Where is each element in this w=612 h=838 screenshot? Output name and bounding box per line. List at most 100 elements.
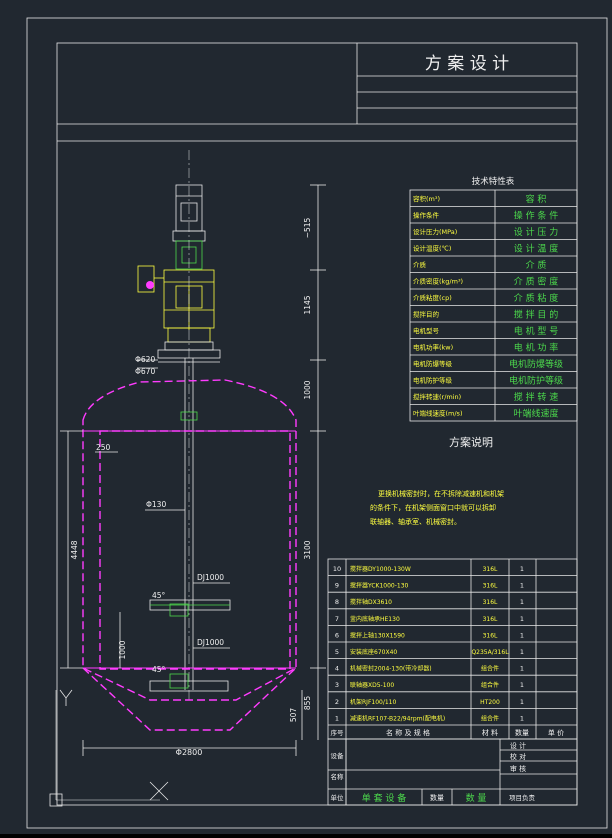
bom-row-no: 1 [335,714,339,722]
dim-angle-lower: 45° [152,665,166,674]
bom-header-note: 单 价 [548,728,564,737]
bom-row-material: 组合件 [481,681,499,689]
dim-height-total: 4448 [70,540,79,559]
spec-row-value: 设 计 温 度 [514,242,559,254]
bom-row-no: 6 [335,631,339,639]
bom-row-name: 搅拌器DY1000-130W [350,565,411,573]
spec-row-value: 搅 拌 转 速 [514,391,559,403]
spec-row-value: 介 质 [526,259,547,271]
dim-bottom: 855 [303,696,312,711]
dimension-lines [60,184,326,756]
bom-row-material: Q235A/316L [471,649,509,656]
scheme-note-3: 联轴器、轴承室、机械密封。 [370,517,461,526]
bom-row-name: 搅拌上轴130X1590 [350,631,405,639]
spec-row-value: 电机防护等级 [509,374,563,386]
bom-row-material: 组合件 [481,714,499,722]
dim-flange-1: Φ620 [135,355,155,364]
bom-row-no: 8 [335,598,339,606]
spec-row-label: 电机防护等级 [413,376,453,385]
bom-row-no: 10 [333,565,341,573]
bom-row-name: 釜内底轴承HE130 [350,615,400,623]
spec-row-label: 设计温度(℃) [413,244,451,253]
dim-flange-2: Φ670 [135,367,155,376]
spec-row-label: 容积(m³) [413,194,440,203]
tb-name-label: 名称 [331,772,345,781]
spec-table: 技术特性表 容积(m³)容 积操作条件操 作 条 件设计压力(MPa)设 计 压… [409,176,578,422]
bom-row-qty: 1 [520,631,524,639]
bom-header-qty: 数量 [515,728,529,737]
bom-row-qty: 1 [520,598,524,606]
bom-row-material: 316L [483,616,498,623]
bom-row-no: 9 [335,582,339,590]
bottom-title-block: 设备 名称 单位 设 计 校 对 审 核 项目负责 单 套 设 备 数量 数 量 [327,738,578,806]
bom-row-no: 2 [335,698,339,706]
bom-row-no: 3 [335,681,339,689]
bom-row-qty: 1 [520,648,524,656]
bom-row-name: 减速机RF107-B22/94rpm(配电机) [350,714,445,722]
bom-row-qty: 1 [520,565,524,573]
tb-review: 审 核 [510,764,526,773]
bom-row-name: 搅拌轴DX3610 [350,598,392,606]
scheme-note-1: 更换机械密封时，在不拆除减速机和机架 [378,489,504,498]
spec-row-label: 介质密度(kg/m³) [413,277,463,286]
tb-design: 设 计 [510,741,526,750]
ucs-icon [49,689,160,807]
lower-impeller [149,673,229,692]
bom-row-material: 组合件 [481,665,499,673]
bom-header-material: 材 料 [482,728,498,737]
spec-row-value: 容 积 [526,193,547,205]
dim-hub: Φ130 [146,500,166,509]
bom-row-qty: 1 [520,615,524,623]
dim-lower-height: 1000 [118,640,127,659]
spec-row-value: 介 质 密 度 [514,275,559,287]
upper-impeller [149,599,231,617]
bom-row-material: 316L [483,599,498,606]
dim-diameter: Φ2800 [176,748,203,757]
spec-row-value: 叶端线速度 [513,407,558,419]
bom-table: 10 搅拌器DY1000-130W 316L 1 9 搅拌器YCK1000-130 316L… [327,558,578,805]
bom-row-no: 5 [335,648,339,656]
bom-row-name: 联轴器XD5-100 [350,681,394,689]
tb-unit-label: 单位 [331,793,345,802]
bom-row-no: 4 [335,665,339,673]
bom-row-qty: 1 [520,681,524,689]
tb-unit-price: 单 套 设 备 [362,792,407,804]
spec-row-value: 电 机 功 率 [514,341,559,353]
bom-row-qty: 1 [520,698,524,706]
bom-row-name: 安装底座670X40 [350,648,397,656]
bom-header-no: 序号 [331,728,345,737]
tb-equipment-label: 设备 [331,751,345,760]
spec-row-value: 设 计 压 力 [514,226,559,238]
dim-angle-upper: 45° [152,591,166,600]
vessel-drawing: ~515 1145 1000 3100 855 507 4448 Φ620 Φ6… [60,150,326,757]
dim-mid: 1000 [303,380,312,399]
spec-row-value: 搅 拌 目 的 [514,308,559,320]
spec-row-label: 介质粘度(cp) [413,293,452,302]
dim-dj-lower: DJ1000 [197,638,224,647]
agitator-shaft [180,150,198,700]
sheet-title: 方 案 设 计 [425,54,509,74]
inner-border [56,42,578,806]
spec-row-label: 电机型号 [413,326,440,335]
top-title-block: 方 案 设 计 [57,43,577,142]
spec-row-label: 介质 [413,260,427,269]
bom-row-qty: 1 [520,665,524,673]
spec-row-label: 搅拌转速(r/min) [413,392,461,401]
bom-row-material: 316L [483,583,498,590]
bom-row-name: 搅拌器YCK1000-130 [350,582,409,590]
drive-frame [137,265,215,343]
bom-row-material: HT200 [480,699,500,706]
spec-row-value: 操 作 条 件 [514,209,559,221]
dim-shell: 3100 [303,540,312,559]
spec-row-value: 电机防爆等级 [509,358,563,370]
dim-jacket: 250 [96,443,111,452]
spec-row-label: 搅拌目的 [413,310,440,319]
bom-row-qty: 1 [520,714,524,722]
bom-row-name: 机架RJF100/110 [350,698,396,706]
scheme-title: 方案说明 [449,435,493,449]
dim-head: 507 [289,708,298,723]
vessel-shell [82,379,297,731]
spec-row-label: 叶端线速度(m/s) [413,409,462,418]
tb-project-lead: 项目负责 [509,793,536,802]
